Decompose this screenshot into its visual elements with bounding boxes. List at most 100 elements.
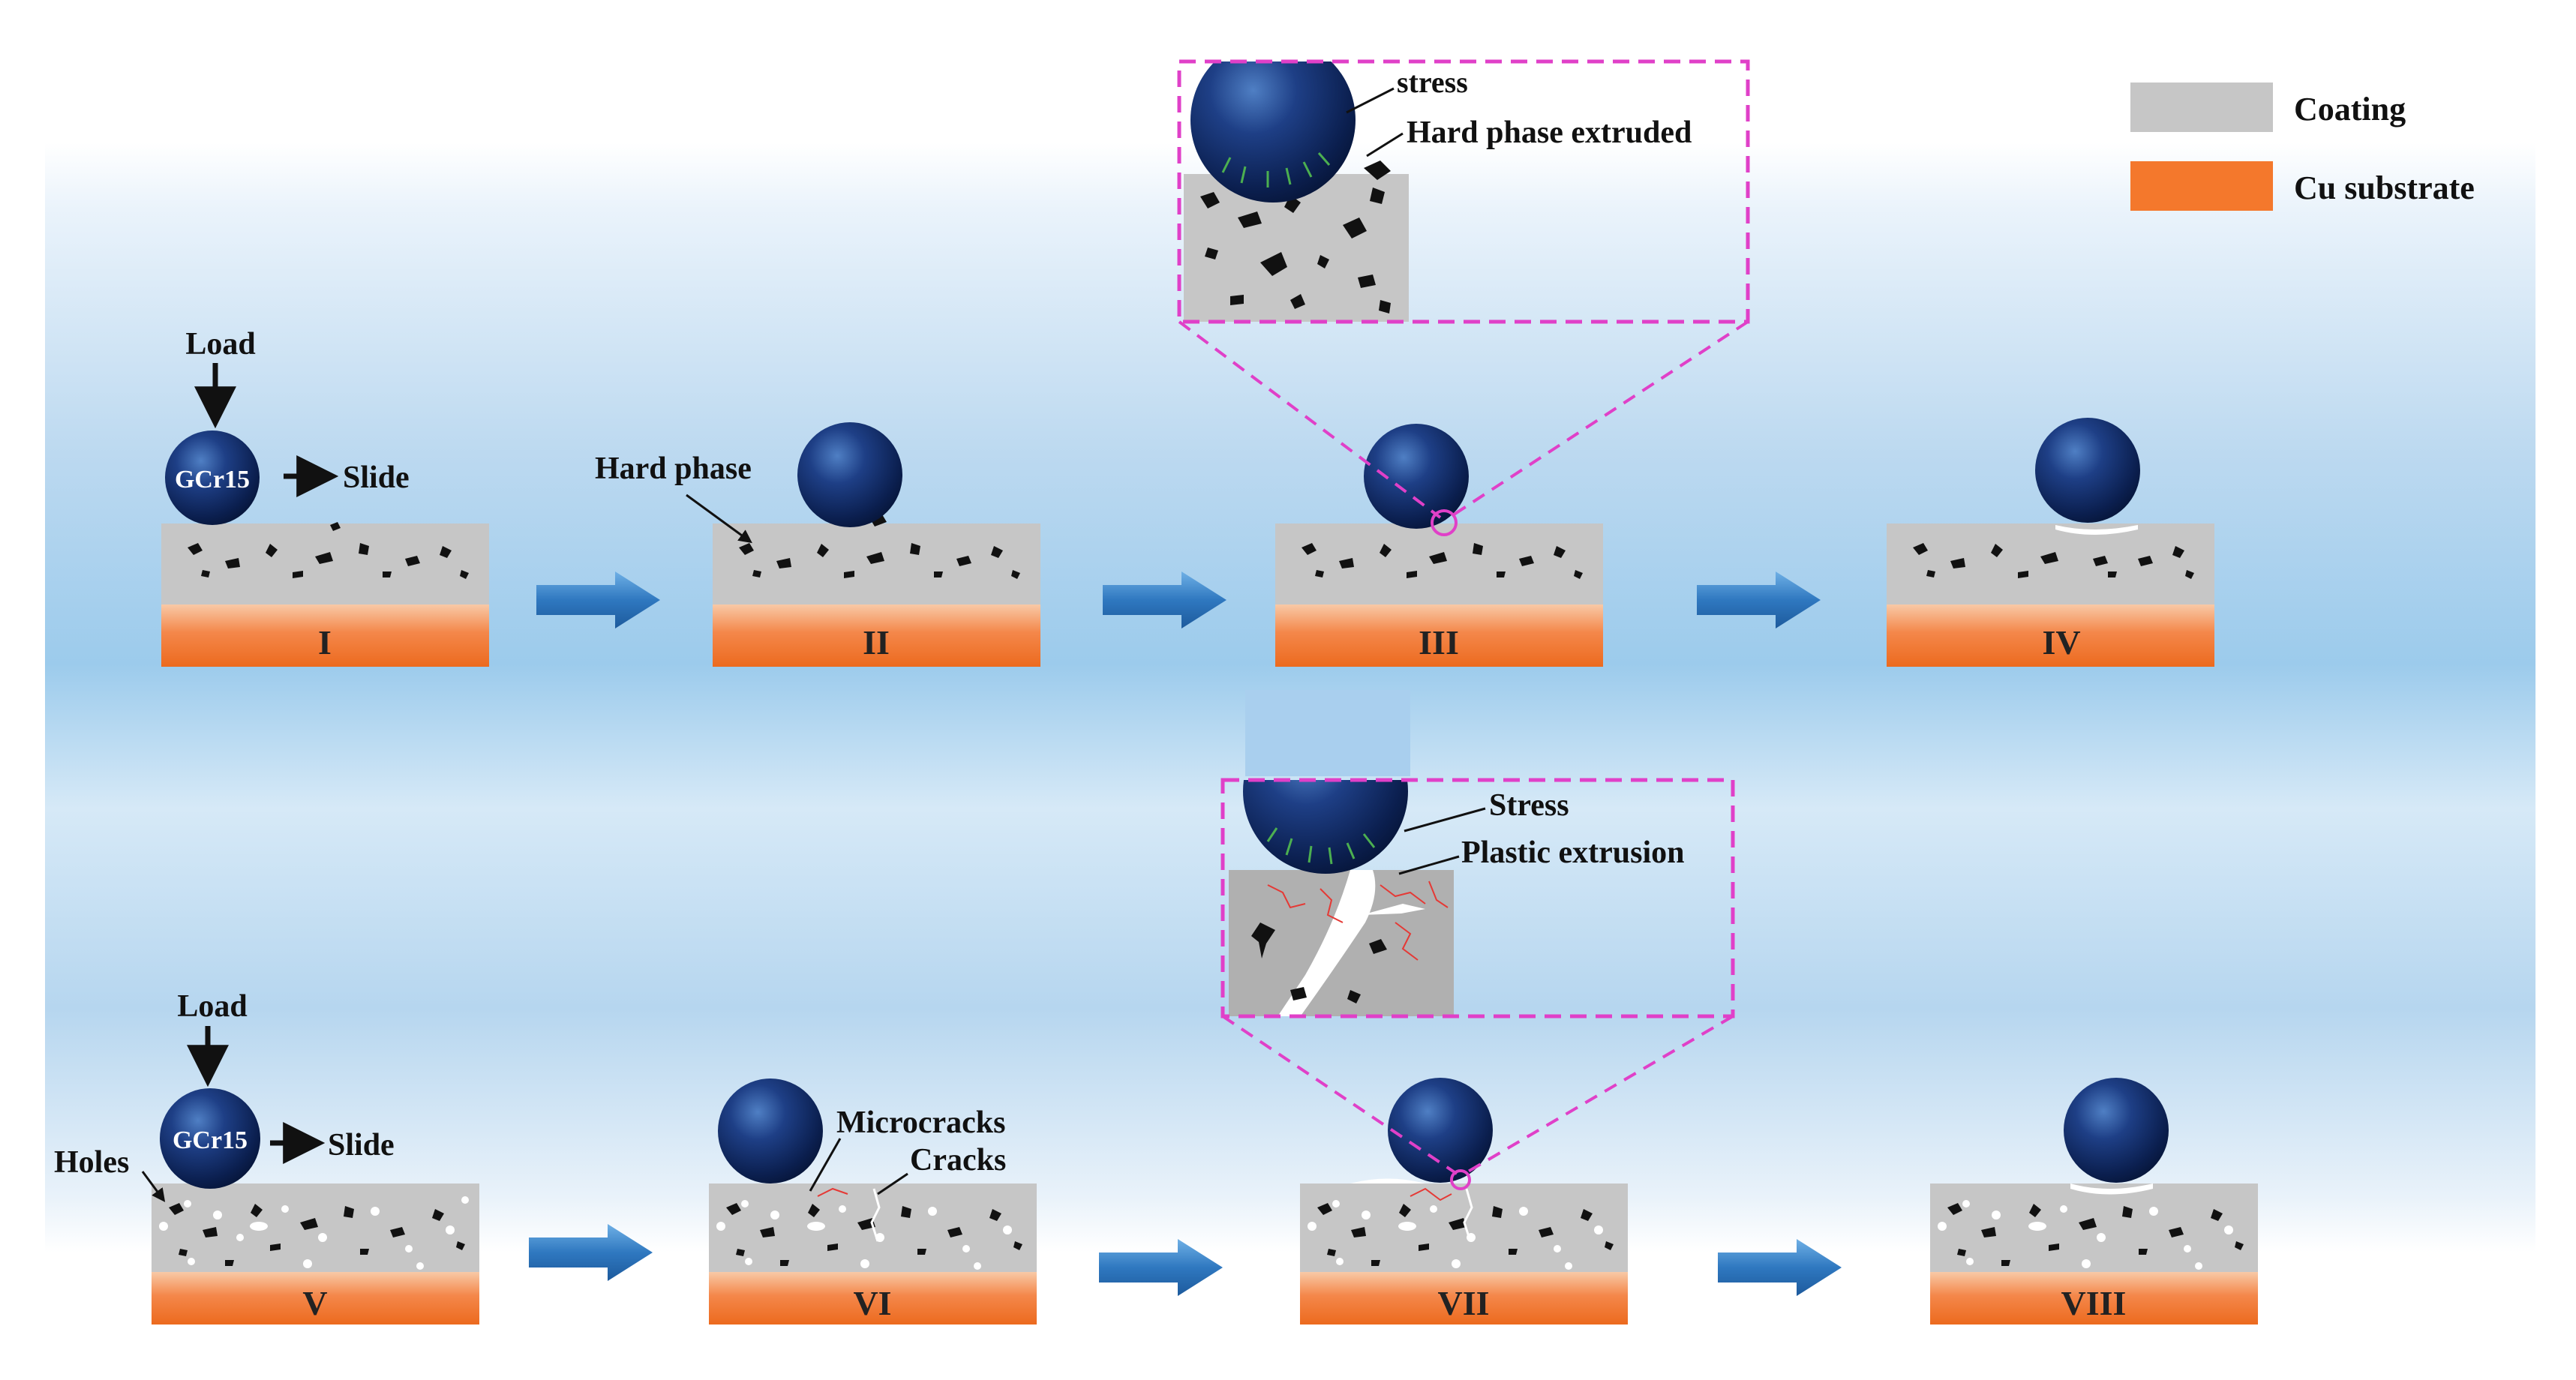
zoom-extrusion-path: [1277, 870, 1376, 1016]
stage-label-5: V: [302, 1284, 327, 1322]
cracks-pointer: [877, 1172, 908, 1196]
substrate-layer: [1887, 604, 2214, 667]
substrate-layer: [161, 604, 489, 667]
stage-4: IV: [1887, 418, 2214, 667]
microcrack-line: [1410, 1187, 1452, 1202]
slide-label: Slide: [328, 1128, 395, 1162]
zoom-connector: [1178, 320, 1442, 519]
stage-label-6: VI: [853, 1284, 891, 1322]
gcr15-ball: [2064, 1078, 2169, 1183]
stress-marks: [1221, 152, 1331, 188]
hard-phase-particles: [726, 1203, 1022, 1266]
zoom-red-cracks: [1267, 880, 1449, 961]
zoom-hard-phases: [1251, 922, 1387, 1004]
coating-layer: [1275, 524, 1603, 604]
plastic-pointer: [1398, 855, 1460, 875]
gcr15-ball: [797, 422, 902, 527]
holes-pointer: [141, 1171, 166, 1202]
zoom-frame: [1220, 778, 1735, 1018]
stage-5: V GCr15 Load Slide Holes: [54, 989, 479, 1324]
legend-substrate-swatch: [2130, 161, 2273, 211]
hard-phase-particles: [739, 514, 1020, 579]
gcr15-ball: [160, 1088, 260, 1189]
coating-layer: [1300, 1184, 1628, 1272]
stage-3: III: [1275, 424, 1603, 667]
hard-phase-particles: [169, 1203, 465, 1266]
gcr15-ball: [2035, 418, 2140, 523]
stage-6: VI Microcracks Cracks: [709, 1078, 1037, 1324]
zoom-plastic-label: Plastic extrusion: [1461, 836, 1684, 870]
hard-phase-particles: [1302, 543, 1583, 579]
coating-layer: [1930, 1184, 2258, 1272]
crack-line: [870, 1188, 881, 1242]
hard-phase-label: Hard phase: [595, 452, 752, 486]
zoom-extruded-label: Hard phase extruded: [1407, 116, 1692, 150]
process-arrow: [529, 1224, 653, 1281]
microcracks-pointer: [809, 1138, 842, 1192]
hole-dots: [1308, 1200, 1603, 1270]
stage-2: II Hard phase: [595, 422, 1040, 667]
substrate-layer: [1275, 604, 1603, 667]
gcr15-ball: [165, 430, 260, 525]
zoom-connector: [1463, 1015, 1734, 1175]
zoom-ball: [1243, 780, 1408, 874]
ball-label: GCr15: [173, 1126, 248, 1154]
stage-8: VIII: [1930, 1078, 2258, 1324]
microcrack-line: [817, 1187, 848, 1197]
wear-groove: [2055, 525, 2138, 535]
coating-layer: [152, 1184, 479, 1272]
legend-coating-label: Coating: [2294, 91, 2406, 128]
row-1: I GCr15 Load Slide II Hard phase: [161, 59, 2214, 667]
substrate-layer: [713, 604, 1040, 667]
zoom-hard-phases: [1200, 160, 1391, 314]
zoom-frame: [1177, 59, 1750, 324]
substrate-layer: [152, 1272, 479, 1324]
crack-line: [1463, 1188, 1473, 1242]
hole-dots: [716, 1200, 1012, 1270]
hole-dots: [159, 1196, 469, 1270]
hard-phase-particles: [188, 522, 469, 579]
load-label: Load: [185, 327, 255, 362]
hard-phase-particles: [1317, 1203, 1614, 1266]
process-arrow: [1103, 572, 1226, 628]
stage-1: I GCr15 Load Slide: [161, 327, 489, 667]
hard-phase-particles: [1947, 1203, 2244, 1266]
row-2: V GCr15 Load Slide Holes: [54, 690, 2258, 1324]
microcracks-label: Microcracks: [836, 1106, 1005, 1140]
stage-label-8: VIII: [2061, 1284, 2127, 1322]
gcr15-ball: [1388, 1078, 1493, 1183]
zoom-stress-label: Stress: [1489, 788, 1569, 823]
slide-label: Slide: [343, 460, 410, 495]
zoom-focus-circle: [1431, 509, 1458, 536]
zoom-focus-circle: [1450, 1169, 1471, 1190]
hole-dots: [1938, 1200, 2233, 1270]
gcr15-ball: [1364, 424, 1469, 529]
stage-label-1: I: [318, 623, 332, 662]
zoom-connector: [1221, 1015, 1458, 1175]
zoom-extrusion-branch: [1362, 904, 1425, 915]
hard-phase-particles: [1913, 543, 2194, 579]
stage-label-2: II: [863, 623, 890, 662]
surface-extrusion: [1350, 1178, 1425, 1184]
coating-layer: [1887, 524, 2214, 604]
stage-7: VII: [1300, 1078, 1628, 1324]
holes-label: Holes: [54, 1145, 129, 1180]
hard-phase-pointer: [686, 494, 752, 544]
stress-pointer: [1404, 807, 1486, 832]
extruded-pointer: [1366, 132, 1404, 158]
stage-label-4: IV: [2042, 623, 2080, 662]
wear-groove: [2070, 1184, 2153, 1195]
load-label: Load: [177, 989, 247, 1024]
ball-label: GCr15: [175, 466, 250, 494]
stress-pointer: [1346, 87, 1395, 114]
zoom-connector: [1448, 320, 1749, 519]
coating-layer: [161, 524, 489, 604]
legend-coating-swatch: [2130, 82, 2273, 132]
substrate-layer: [1930, 1272, 2258, 1324]
process-arrow: [1697, 572, 1821, 628]
process-arrow: [1718, 1239, 1842, 1296]
coating-layer: [713, 524, 1040, 604]
legend-substrate-label: Cu substrate: [2294, 170, 2475, 206]
zoom-detail-2: Stress Plastic extrusion: [1220, 690, 1735, 1175]
cracks-label: Cracks: [910, 1143, 1006, 1178]
